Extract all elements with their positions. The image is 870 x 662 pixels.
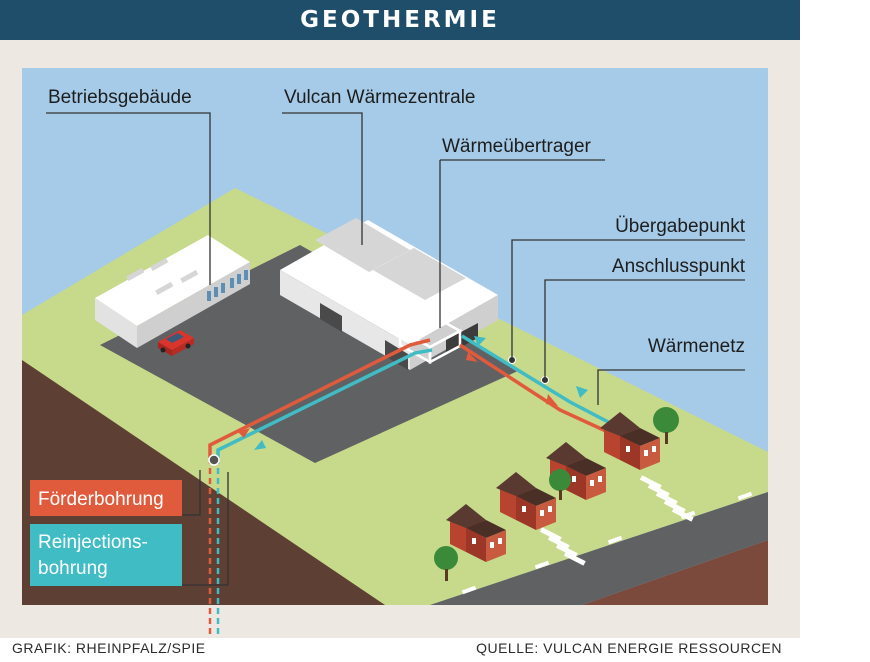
- label-operations-building: Betriebsgebäude: [48, 87, 192, 108]
- label-heating-plant: Vulcan Wärmezentrale: [284, 87, 475, 108]
- pipeline-cold: [216, 334, 613, 458]
- tag-reinjection-well: Reinjections- bohrung: [30, 524, 182, 586]
- tag-production-well: Förderbohrung: [30, 480, 182, 516]
- crosswalk-right: [639, 475, 694, 522]
- page-title: GEOTHERMIE: [0, 0, 800, 40]
- tag-production-well-text: Förderbohrung: [38, 489, 164, 510]
- flow-arrows: [238, 336, 588, 450]
- leader-lines: [46, 112, 745, 586]
- house-2: [546, 442, 606, 500]
- geothermal-diagram: Betriebsgebäude Vulcan Wärmezentrale Wär…: [22, 68, 768, 638]
- label-transfer-point: Übergabepunkt: [615, 216, 746, 237]
- label-connection-point: Anschlusspunkt: [612, 256, 746, 277]
- street: [430, 492, 768, 605]
- tag-reinjection-well-line1: Reinjections-: [38, 532, 148, 553]
- operations-building: [95, 235, 250, 348]
- label-heat-network: Wärmenetz: [648, 336, 745, 357]
- well-node: [208, 454, 220, 466]
- crosswalk-left: [539, 527, 586, 566]
- pipeline-hot: [208, 338, 609, 458]
- footer-source: QUELLE: VULCAN ENERGIE RESSOURCEN: [476, 640, 782, 656]
- house-3: [496, 472, 556, 530]
- house-1: [600, 407, 679, 470]
- well-pipes: [208, 458, 220, 638]
- label-heat-exchanger: Wärmeübertrager: [442, 136, 592, 157]
- diagram-frame: Betriebsgebäude Vulcan Wärmezentrale Wär…: [0, 40, 800, 638]
- tag-reinjection-well-line2: bohrung: [38, 558, 108, 579]
- house-4: [434, 504, 506, 581]
- car: [158, 330, 194, 356]
- footer-credit: GRAFIK: RHEINPFALZ/SPIE: [12, 640, 206, 656]
